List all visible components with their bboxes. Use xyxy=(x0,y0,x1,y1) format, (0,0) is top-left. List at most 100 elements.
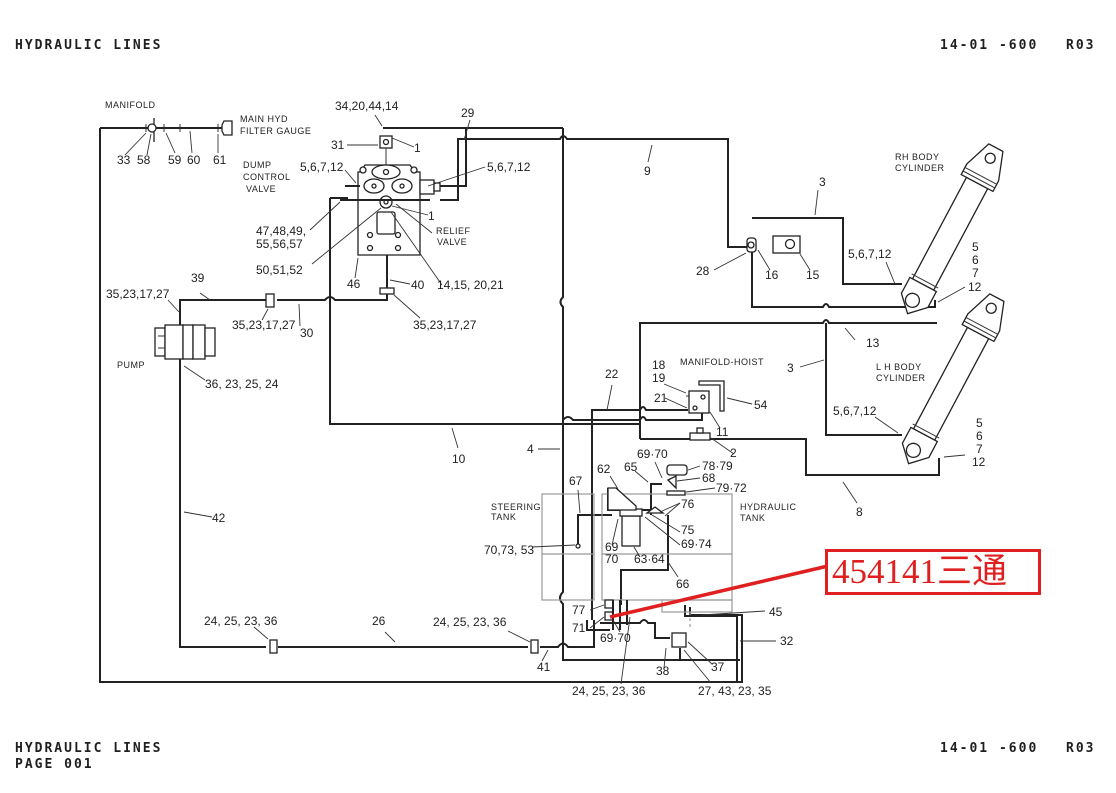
callout: 46 xyxy=(347,277,361,291)
header-title: HYDRAULIC LINES xyxy=(15,38,163,53)
callout: 10 xyxy=(452,452,466,466)
callout: 3 xyxy=(819,175,826,189)
pipe-10 xyxy=(329,198,563,425)
callout: 76 xyxy=(681,497,695,511)
callout: 66 xyxy=(676,577,690,591)
callout: 70,73, 53 xyxy=(484,543,534,557)
fitting-24-25-23-36-a xyxy=(269,639,278,654)
header-doc-ref: 14-01 -600 xyxy=(940,38,1039,53)
leader-lines xyxy=(124,114,966,685)
callout: 3 xyxy=(787,361,794,375)
callout: 71 xyxy=(572,621,586,635)
callout: 41 xyxy=(537,660,551,674)
callout: 18 xyxy=(652,358,666,372)
rh-body-cylinder xyxy=(900,143,1004,315)
callout: 1 xyxy=(414,141,421,155)
callout: 68 xyxy=(702,471,716,485)
callout: 40 xyxy=(411,278,425,292)
callout: 2 xyxy=(730,446,737,460)
callout: 26 xyxy=(372,614,386,628)
pipe-42 xyxy=(179,358,266,648)
callout: 8 xyxy=(856,505,863,519)
annotation-text: 454141三通 xyxy=(832,552,1008,591)
pipe-4 xyxy=(559,128,564,410)
pump xyxy=(154,324,216,360)
callout: 6 xyxy=(972,253,979,267)
callout: 35,23,17,27 xyxy=(232,318,296,332)
callout: 16 xyxy=(765,268,779,282)
callout: 69·74 xyxy=(681,537,712,551)
callout: 78·79 xyxy=(702,459,733,473)
callout: 4 xyxy=(527,442,534,456)
callout-labels: 33 58 59 60 61 34,20,44,14 29 31 1 5,6,7… xyxy=(106,99,986,698)
callout: 30 xyxy=(300,326,314,340)
manifold-hoist xyxy=(686,380,725,414)
callout: 36, 23, 25, 24 xyxy=(205,377,279,391)
callout: 7 xyxy=(972,266,979,280)
pipe-outer-return xyxy=(99,128,743,683)
callout: 62 xyxy=(597,462,611,476)
callout: 5 xyxy=(976,416,983,430)
callout: 69·70 xyxy=(600,631,631,645)
callout: 33 xyxy=(117,153,131,167)
label-relief-valve-2: VALVE xyxy=(437,237,467,247)
label-manifold-hoist: MANIFOLD-HOIST xyxy=(680,357,764,367)
pipe-66 xyxy=(620,515,669,605)
footer-title: HYDRAULIC LINES xyxy=(15,741,163,756)
footer-revision: R03 xyxy=(1066,741,1096,756)
annotation-arrow-line xyxy=(609,564,829,619)
callout: 5,6,7,12 xyxy=(848,247,892,261)
callout: 69·70 xyxy=(637,447,668,461)
callout: 19 xyxy=(652,371,666,385)
callout: 77 xyxy=(572,603,586,617)
pipe-39 xyxy=(179,299,266,325)
dump-control-valve xyxy=(340,135,441,256)
footer-doc-ref: 14-01 -600 xyxy=(940,741,1039,756)
pipe-13 xyxy=(639,319,937,439)
fitting-24-25-23-36-b xyxy=(530,639,539,654)
pipe-38 xyxy=(566,648,681,661)
label-steering-tank-2: TANK xyxy=(491,512,516,522)
callout: 60 xyxy=(187,153,201,167)
pipe-30 xyxy=(277,292,388,301)
callout: 42 xyxy=(212,511,226,525)
callout: 5 xyxy=(972,240,979,254)
callout: 47,48,49, xyxy=(256,224,306,238)
callout: 45 xyxy=(769,605,783,619)
fitting-35-23-17-27-c xyxy=(379,287,395,295)
callout: 29 xyxy=(461,106,475,120)
pipe-65 xyxy=(650,483,662,515)
lh-body-cylinder xyxy=(901,293,1005,465)
callout: 15 xyxy=(806,268,820,282)
pipe-32-loop xyxy=(684,605,738,682)
label-dump-valve-2: CONTROL xyxy=(243,172,291,182)
label-filter-gauge-2: FILTER GAUGE xyxy=(240,126,311,136)
block-15 xyxy=(772,235,801,254)
callout: 63·64 xyxy=(634,552,665,566)
callout: 35,23,17,27 xyxy=(413,318,477,332)
annotation-box: 454141三通 xyxy=(825,549,1041,595)
filter-gauge xyxy=(217,120,233,136)
pipe-3-lh xyxy=(825,323,902,436)
callout: 50,51,52 xyxy=(256,263,303,277)
callout: 24, 25, 23, 36 xyxy=(204,614,278,628)
label-lh-cylinder-2: CYLINDER xyxy=(876,373,926,383)
callout: 22 xyxy=(605,367,619,381)
callout: 79·72 xyxy=(716,481,747,495)
callout: 24, 25, 23, 36 xyxy=(433,615,507,629)
callout: 28 xyxy=(696,264,710,278)
pipe-valve-29b xyxy=(440,186,459,201)
label-manifold: MANIFOLD xyxy=(105,100,156,110)
callout: 9 xyxy=(644,164,651,178)
callout: 12 xyxy=(972,455,986,469)
label-pump: PUMP xyxy=(117,360,145,370)
pipe-41 xyxy=(540,620,595,648)
callout: 5,6,7,12 xyxy=(833,404,877,418)
callout: 67 xyxy=(569,474,583,488)
callout: 24, 25, 23, 36 xyxy=(572,684,646,698)
pipe-37 xyxy=(600,619,670,639)
pipe-67 xyxy=(577,514,612,545)
callout: 31 xyxy=(331,138,345,152)
fitting-35-23-17-27-b xyxy=(265,293,275,308)
